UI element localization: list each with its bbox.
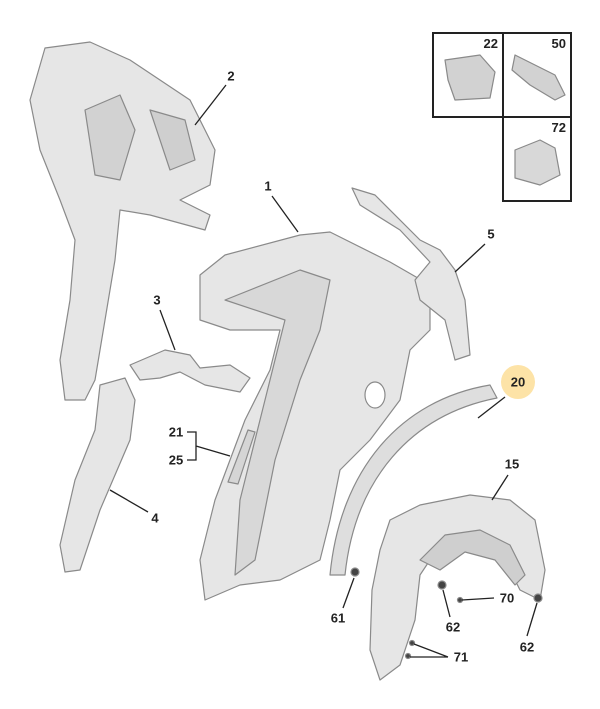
callout-21[interactable]: 21	[168, 424, 184, 440]
callout-62-right[interactable]: 62	[519, 639, 535, 655]
inset-box-72: 72	[502, 116, 572, 202]
callout-3[interactable]: 3	[153, 292, 161, 308]
inset-label-22: 22	[483, 36, 498, 51]
inset-box-22: 22	[432, 32, 504, 118]
inset-label-72: 72	[551, 120, 566, 135]
part-3-bracket	[129, 349, 251, 393]
callout-5[interactable]: 5	[487, 226, 495, 242]
inset-box-50: 50	[502, 32, 572, 118]
part-20-wheel-arch-molding	[329, 384, 498, 576]
part-21-25-seal	[227, 429, 256, 485]
callout-20[interactable]: 20	[510, 374, 526, 390]
part-2-inner-pillar	[29, 41, 216, 401]
callout-70[interactable]: 70	[499, 590, 515, 606]
callout-2[interactable]: 2	[227, 68, 235, 84]
callout-71[interactable]: 71	[453, 649, 469, 665]
callout-61[interactable]: 61	[330, 610, 346, 626]
callout-62[interactable]: 62	[445, 619, 461, 635]
leader-lines	[109, 84, 538, 658]
callout-1[interactable]: 1	[264, 178, 272, 194]
highlight-circle-20	[501, 365, 535, 399]
part-4-reinforcement	[59, 377, 136, 573]
callout-15[interactable]: 15	[504, 456, 520, 472]
callout-4[interactable]: 4	[151, 510, 159, 526]
part-5-gutter	[351, 187, 471, 361]
callout-25[interactable]: 25	[168, 452, 184, 468]
inset-label-50: 50	[551, 36, 566, 51]
